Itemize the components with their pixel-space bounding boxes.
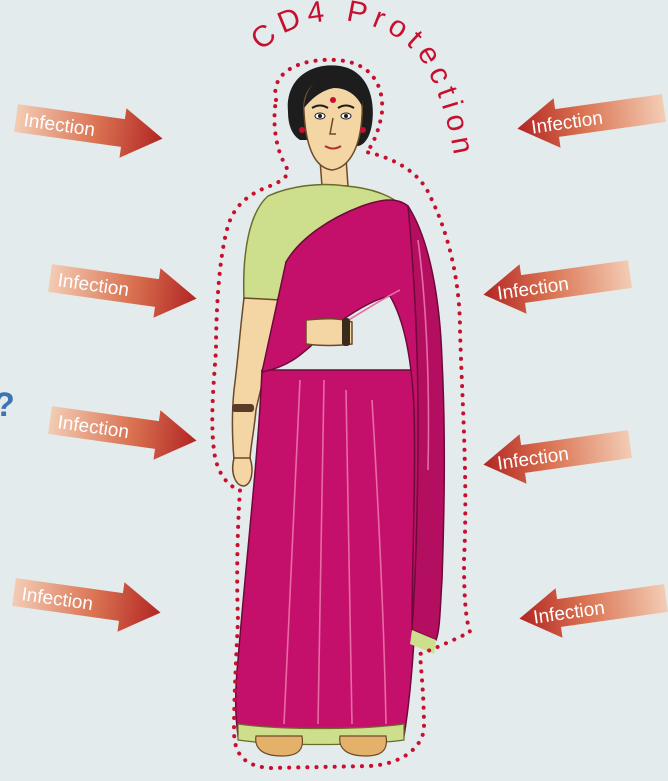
infection-arrow: Infection	[11, 567, 165, 637]
infection-arrow: Infection	[516, 573, 668, 643]
woman-figure	[232, 65, 444, 756]
infection-arrow: Infection	[47, 395, 201, 465]
infection-arrow: Infection	[514, 83, 668, 153]
infection-arrow: Infection	[13, 93, 167, 163]
infection-arrow: Infection	[480, 419, 634, 489]
infection-arrow: Infection	[480, 249, 634, 319]
edge-question-mark: ?	[0, 386, 15, 424]
infection-arrow: Infection	[47, 253, 201, 323]
